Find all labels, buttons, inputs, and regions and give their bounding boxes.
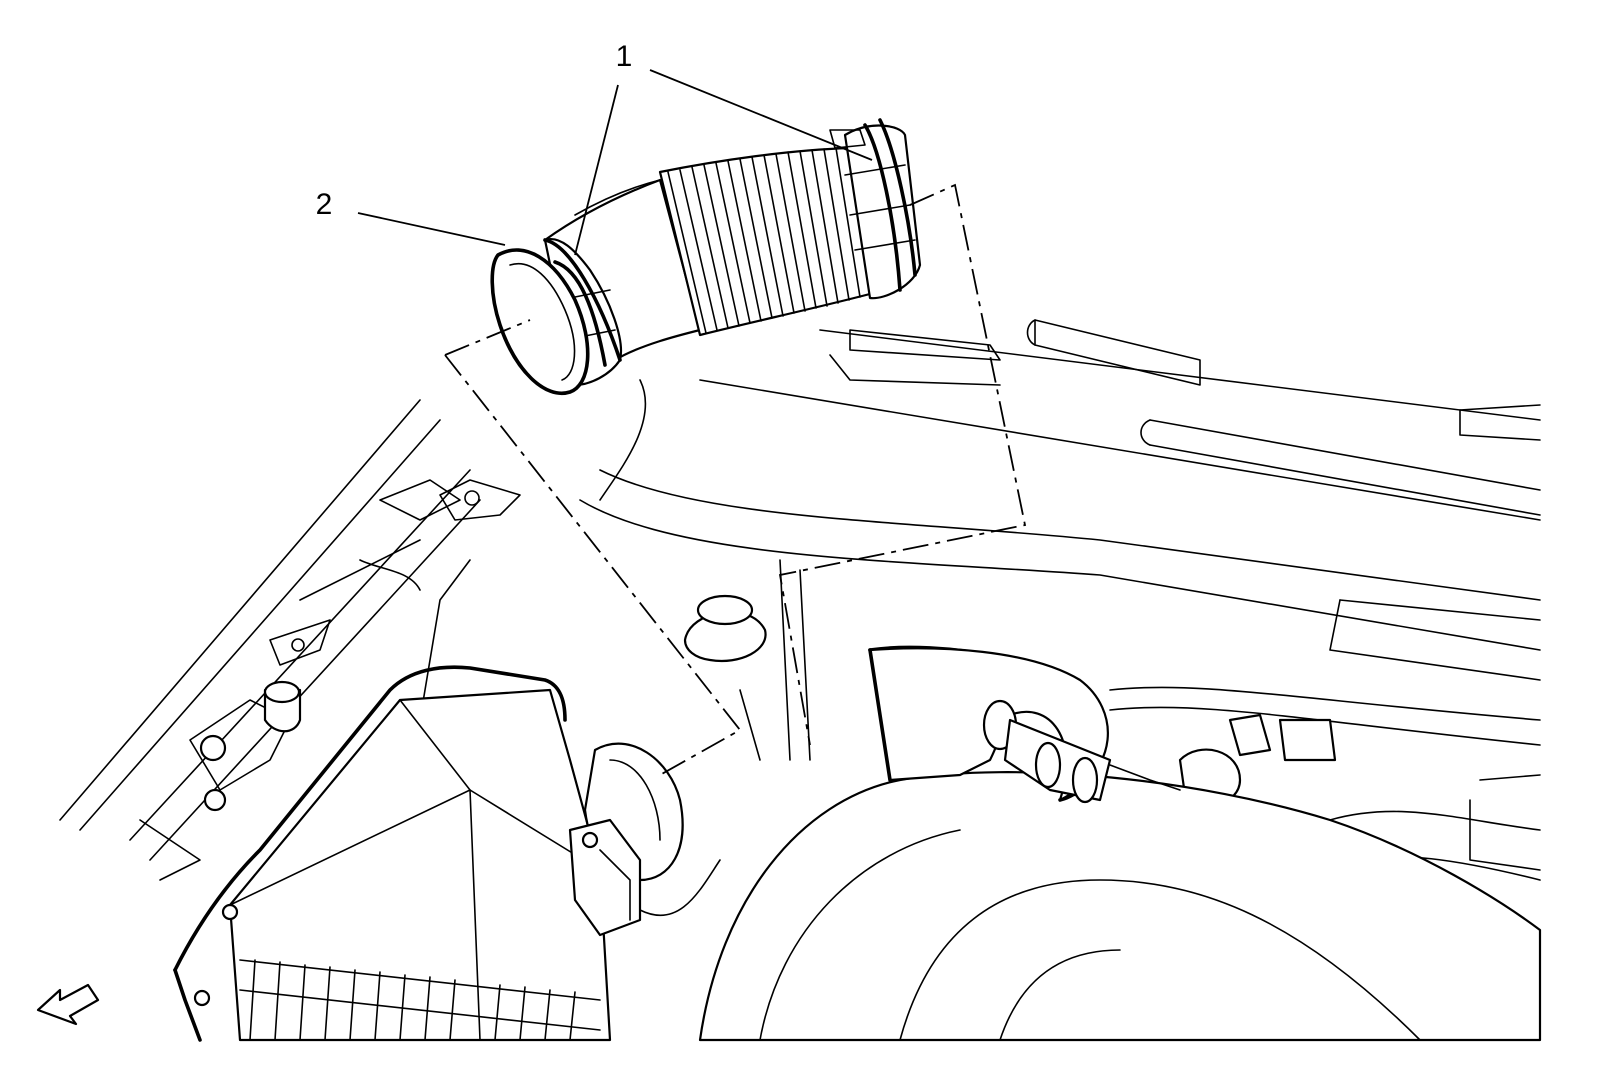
air-intake-duct <box>490 118 922 396</box>
duct-corrugations <box>667 147 861 334</box>
callout-1-leader-left <box>574 84 619 256</box>
air-cleaner-housing <box>173 665 612 1042</box>
callout-leaders <box>357 69 873 256</box>
assembly-guide-lines <box>444 183 1027 776</box>
vehicle-body-outlines <box>59 319 1542 1042</box>
maf-sensor <box>568 742 721 937</box>
callout-2-leader <box>357 212 506 246</box>
front-direction-arrow-icon <box>36 983 100 1026</box>
callout-label-2: 2 <box>316 188 333 221</box>
throttle-body-duct <box>868 645 1181 804</box>
callout-1-leader-right <box>649 69 873 161</box>
callout-label-1: 1 <box>616 40 633 73</box>
